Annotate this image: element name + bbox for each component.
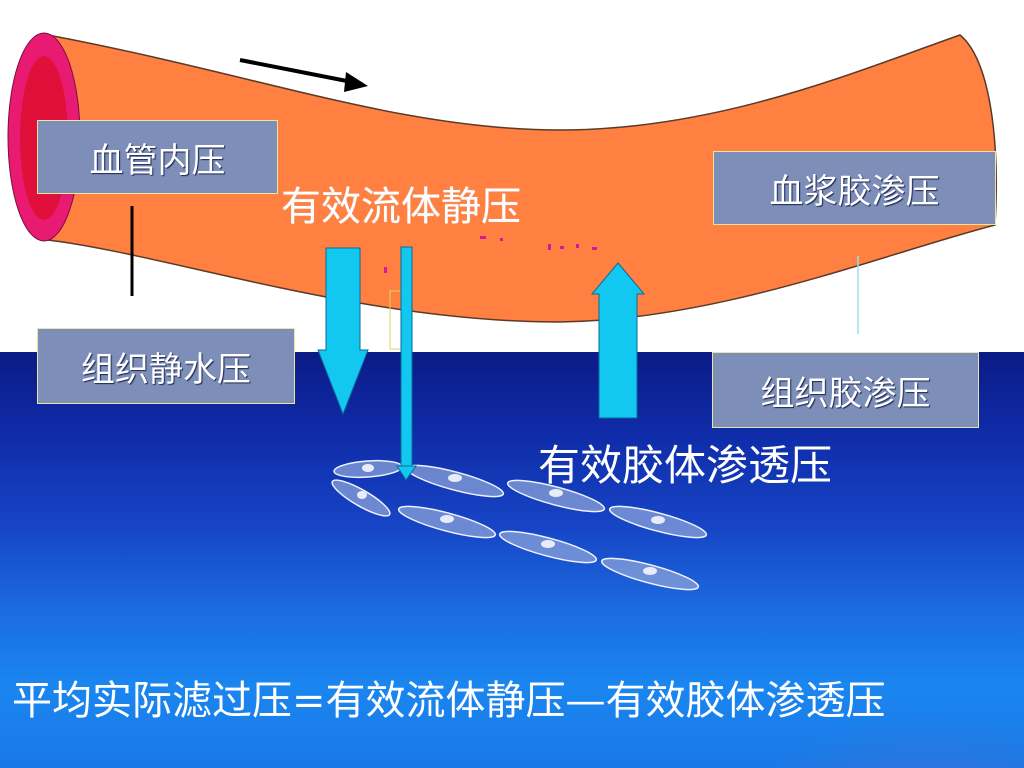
arrow-up-icon: [590, 262, 646, 419]
plasma-colloid-osmotic-pressure-label: 血浆胶渗压: [713, 151, 996, 225]
effective-hydrostatic-pressure-text: 有效流体静压: [281, 184, 521, 230]
intravascular-pressure-label: 血管内压: [37, 120, 278, 194]
tissue-colloid-osmotic-pressure-label: 组织胶渗压: [712, 352, 979, 428]
arrow-down-icon: [317, 247, 369, 416]
tissue-hydrostatic-pressure-label: 组织静水压: [37, 328, 295, 404]
stray-marks: [384, 213, 597, 273]
formula-text: 平均实际滤过压=有效流体静压—有效胶体渗透压: [12, 678, 886, 724]
cell-nuclei: [357, 464, 665, 575]
effective-colloid-osmotic-pressure-text: 有效胶体渗透压: [538, 441, 833, 490]
thin-arrow-down-icon: [396, 246, 417, 481]
arrow-right-icon: [239, 58, 368, 92]
